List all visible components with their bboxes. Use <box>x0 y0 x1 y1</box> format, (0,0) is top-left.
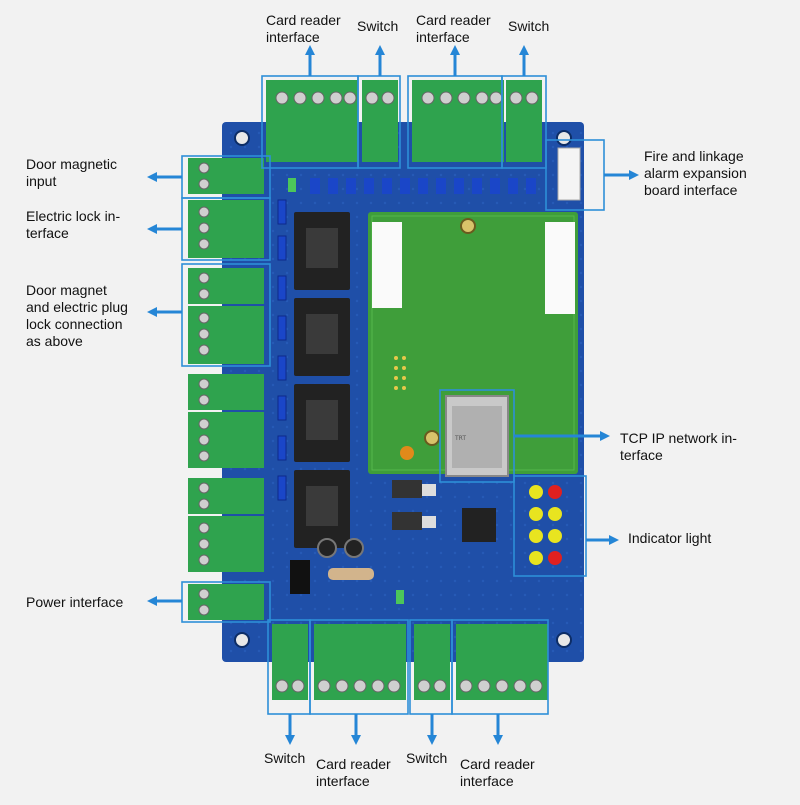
label-indicator-light: Indicator light <box>628 530 712 546</box>
indicator-leds <box>529 485 562 565</box>
label-bottom-card-reader-right: Card reader interface <box>460 756 535 789</box>
label-power-interface: Power interface <box>26 594 124 610</box>
jumpers <box>277 199 287 501</box>
fire-linkage-connector <box>557 147 581 201</box>
label-door-magnet-plug-lock: Door magnet and electric plug lock conne… <box>26 282 128 349</box>
label-top-switch-left: Switch <box>357 18 399 34</box>
mounting-holes <box>234 130 572 648</box>
callout-arrows <box>147 45 639 745</box>
label-top-switch-right: Switch <box>508 18 550 34</box>
label-top-card-reader-right: Card reader interface <box>416 12 491 45</box>
label-electric-lock-interface: Electric lock in- terface <box>26 208 121 241</box>
label-bottom-switch-right: Switch <box>406 750 448 766</box>
label-tcp-ip: TCP IP network in- terface <box>620 430 737 463</box>
network-module-board <box>368 212 578 474</box>
top-jumpers <box>310 178 536 194</box>
label-bottom-switch-left: Switch <box>264 750 306 766</box>
label-door-magnetic-input: Door magnetic input <box>26 156 118 189</box>
svg-text:TRT: TRT <box>454 435 466 442</box>
label-fire-linkage: Fire and linkage alarm expansion board i… <box>644 148 747 198</box>
label-top-card-reader-left: Card reader interface <box>266 12 341 45</box>
label-bottom-card-reader-left: Card reader interface <box>316 756 391 789</box>
